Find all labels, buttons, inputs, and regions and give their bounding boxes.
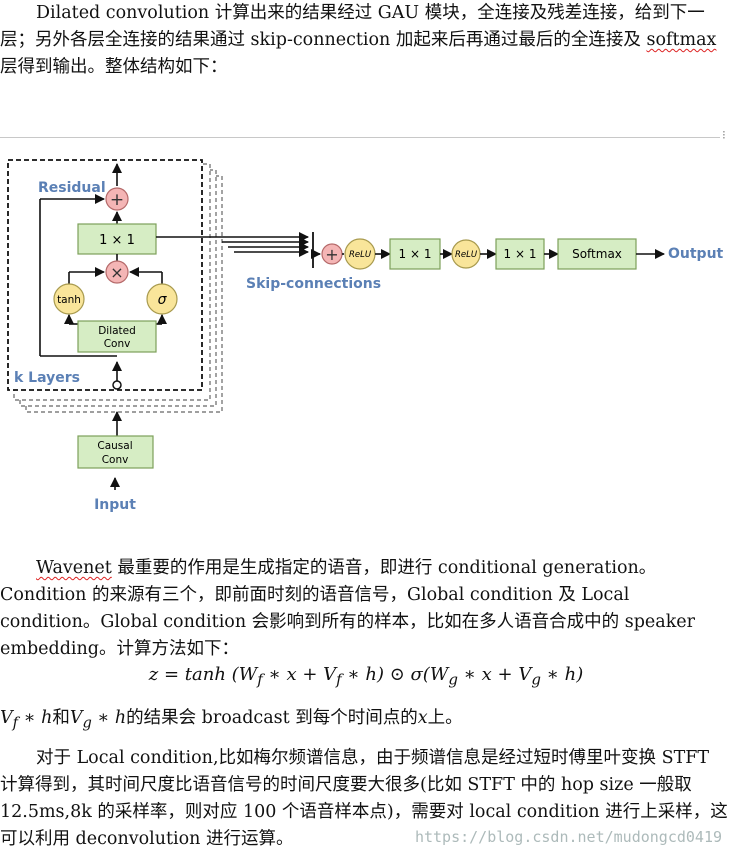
svg-text:Dilated: Dilated [98,325,136,337]
residual-add-node [105,187,129,211]
k-layers-label: k Layers [14,370,80,386]
wavenet-architecture-diagram: Residual + 1 × 1 × tanh σ Dilated Conv k… [7,159,724,513]
input-label: Input [94,497,136,513]
local-condition-paragraph: 对于 Local condition,比如梅尔频谱信息，由于频谱信息是经过短时傅… [0,745,728,853]
gate-multiply-node [105,260,129,284]
dilated-conv-box [77,320,157,353]
intro-text-b: 层得到输出。整体结构如下： [0,57,228,77]
residual-label: Residual [38,180,106,196]
wavenet-text: 最重要的作用是生成指定的语音，即进行 conditional generatio… [0,558,696,659]
watermark: https://blog.csdn.net/mudongcd0419 [414,828,722,846]
svg-text:tanh: tanh [57,294,81,306]
output-conv-1x1-b [495,238,545,270]
svg-text:ReLU: ReLU [455,250,478,260]
output-label: Output [668,246,724,262]
svg-text:Conv: Conv [104,338,131,350]
causal-conv-box [77,435,154,469]
section-rule [0,137,720,138]
svg-text:1 × 1: 1 × 1 [504,247,537,261]
wavenet-word: Wavenet [36,558,112,578]
wavenet-paragraph: Wavenet 最重要的作用是生成指定的语音，即进行 conditional g… [0,555,728,663]
svg-text:1 × 1: 1 × 1 [399,247,432,261]
svg-text:Conv: Conv [102,454,129,466]
layer-input-node [112,380,122,390]
svg-text:×: × [110,263,123,282]
gated-activation-formula: z = tanh (Wf ∗ x + Vf ∗ h) ⊙ σ(Wg ∗ x + … [148,664,584,689]
svg-text:Softmax: Softmax [572,247,622,261]
broadcast-line: Vf ∗ h和Vg ∗ h的结果会 broadcast 到每个时间点的x上。 [0,708,463,732]
svg-text:+: + [325,245,338,264]
intro-text-a: Dilated convolution 计算出来的结果经过 GAU 模块，全连接… [0,3,705,50]
output-conv-1x1-a [389,238,441,270]
svg-text:Causal: Causal [97,440,132,452]
svg-text:σ: σ [158,292,168,308]
svg-text:+: + [110,190,124,210]
skip-connections-label: Skip-connections [246,276,381,292]
svg-text:ReLU: ReLU [349,250,372,260]
local-condition-text: 对于 Local condition,比如梅尔频谱信息，由于频谱信息是经过短时傅… [0,748,728,849]
intro-paragraph: Dilated convolution 计算出来的结果经过 GAU 模块，全连接… [0,0,728,81]
rule-marker: ⁝ [722,128,726,142]
softmax-word: softmax [646,30,717,50]
conv-1x1-box [77,223,157,255]
svg-text:1 × 1: 1 × 1 [99,233,135,248]
